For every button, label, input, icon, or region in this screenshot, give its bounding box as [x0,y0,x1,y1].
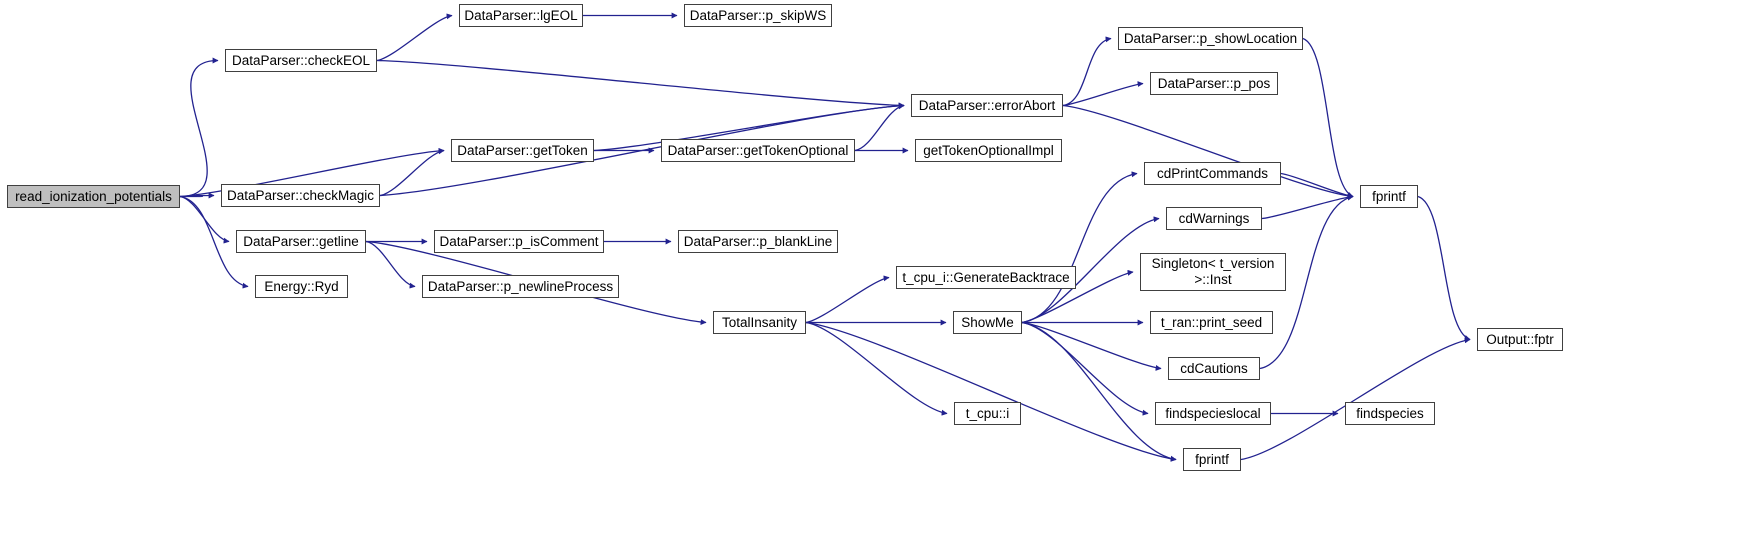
graph-edge-checkEOL-to-errorAbort [376,59,905,109]
graph-node-fprintf_top[interactable]: fprintf [1360,185,1418,208]
graph-node-getToken[interactable]: DataParser::getToken [451,139,594,162]
graph-edge-errorAbort-to-p_showLocation [1062,36,1112,107]
graph-edge-getline-to-p_newlineProcess [365,240,416,289]
graph-node-getline[interactable]: DataParser::getline [236,230,366,253]
graph-node-TotalInsanity[interactable]: TotalInsanity [713,311,806,334]
graph-node-p_blankLine[interactable]: DataParser::p_blankLine [678,230,838,253]
graph-node-cdPrintCommands[interactable]: cdPrintCommands [1144,162,1281,185]
graph-node-read_ionization_potentials[interactable]: read_ionization_potentials [7,185,180,208]
graph-node-GenerateBacktrace[interactable]: t_cpu_i::GenerateBacktrace [896,266,1076,289]
graph-node-p_isComment[interactable]: DataParser::p_isComment [434,230,604,253]
graph-node-cdCautions[interactable]: cdCautions [1168,357,1260,380]
graph-edge-TotalInsanity-to-fprintf_bottom [805,321,1177,462]
graph-node-getTokenOptionalImpl[interactable]: getTokenOptionalImpl [915,139,1062,162]
graph-edge-TotalInsanity-to-GenerateBacktrace [805,275,890,324]
graph-edge-cdWarnings-to-fprintf_top [1261,193,1354,220]
graph-edge-checkEOL-to-lgEOL [376,13,453,62]
graph-edge-ShowMe-to-fprintf_bottom [1021,321,1177,462]
graph-node-t_cpu_i[interactable]: t_cpu::i [954,402,1021,425]
graph-node-ShowMe[interactable]: ShowMe [953,311,1022,334]
graph-edge-checkMagic-to-getToken [379,148,445,197]
graph-edge-getTokenOptional-to-errorAbort [854,103,905,152]
graph-edge-read_ionization_potentials-to-checkMagic [179,192,215,199]
graph-edge-p_showLocation-to-fprintf_top [1302,37,1354,198]
graph-node-p_showLocation[interactable]: DataParser::p_showLocation [1118,27,1303,50]
graph-edge-ShowMe-to-cdCautions [1021,321,1162,371]
graph-edge-ShowMe-to-findspecieslocal [1021,321,1149,416]
graph-edge-cdPrintCommands-to-fprintf_top [1280,172,1354,199]
graph-node-SingletonInst[interactable]: Singleton< t_version >::Inst [1140,253,1286,291]
graph-edge-TotalInsanity-to-t_cpu_i [805,321,948,416]
graph-node-fprintf_bottom[interactable]: fprintf [1183,448,1241,471]
graph-edge-errorAbort-to-p_pos [1062,81,1144,107]
graph-node-lgEOL[interactable]: DataParser::lgEOL [459,4,583,27]
graph-node-p_skipWS[interactable]: DataParser::p_skipWS [684,4,832,27]
graph-node-Output_fptr[interactable]: Output::fptr [1477,328,1563,351]
graph-edge-fprintf_bottom-to-Output_fptr [1240,337,1471,461]
graph-edge-fprintf_top-to-Output_fptr [1417,195,1471,341]
graph-node-p_newlineProcess[interactable]: DataParser::p_newlineProcess [422,275,619,298]
graph-node-findspecieslocal[interactable]: findspecieslocal [1155,402,1271,425]
graph-node-checkEOL[interactable]: DataParser::checkEOL [225,49,377,72]
graph-node-cdWarnings[interactable]: cdWarnings [1166,207,1262,230]
graph-node-errorAbort[interactable]: DataParser::errorAbort [911,94,1063,117]
graph-node-checkMagic[interactable]: DataParser::checkMagic [221,184,380,207]
graph-node-print_seed[interactable]: t_ran::print_seed [1150,311,1273,334]
graph-edge-ShowMe-to-cdPrintCommands [1021,171,1138,324]
graph-node-Ryd[interactable]: Energy::Ryd [255,275,348,298]
graph-node-findspecies[interactable]: findspecies [1345,402,1435,425]
graph-node-p_pos[interactable]: DataParser::p_pos [1150,72,1278,95]
graph-node-getTokenOptional[interactable]: DataParser::getTokenOptional [661,139,855,162]
graph-edge-read_ionization_potentials-to-checkEOL [179,57,219,198]
